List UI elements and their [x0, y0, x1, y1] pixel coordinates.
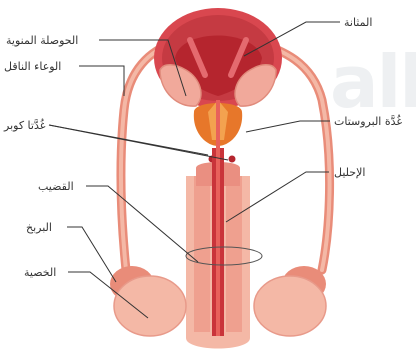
- leader-penis: [86, 186, 198, 262]
- label-penis: القضيب: [38, 180, 74, 193]
- label-testis: الخصية: [24, 266, 56, 279]
- label-cowper-glands: غُدَّتا كوبر: [4, 119, 46, 132]
- testis-right: [254, 276, 326, 336]
- label-bladder: المثانة: [344, 16, 372, 29]
- testis-left: [114, 276, 186, 336]
- label-prostate: غُدَّة البروستات: [334, 115, 402, 128]
- label-vas-deferens: الوعاء الناقل: [4, 60, 61, 73]
- leader-vas-deferens: [79, 66, 124, 96]
- label-epididymis: البربخ: [26, 221, 52, 234]
- cowper-gland-right: [229, 156, 236, 163]
- leader-prostate: [246, 121, 330, 132]
- label-urethra: الإحليل: [334, 166, 365, 179]
- label-seminal-vesicle: الحوصلة المنوية: [6, 34, 78, 47]
